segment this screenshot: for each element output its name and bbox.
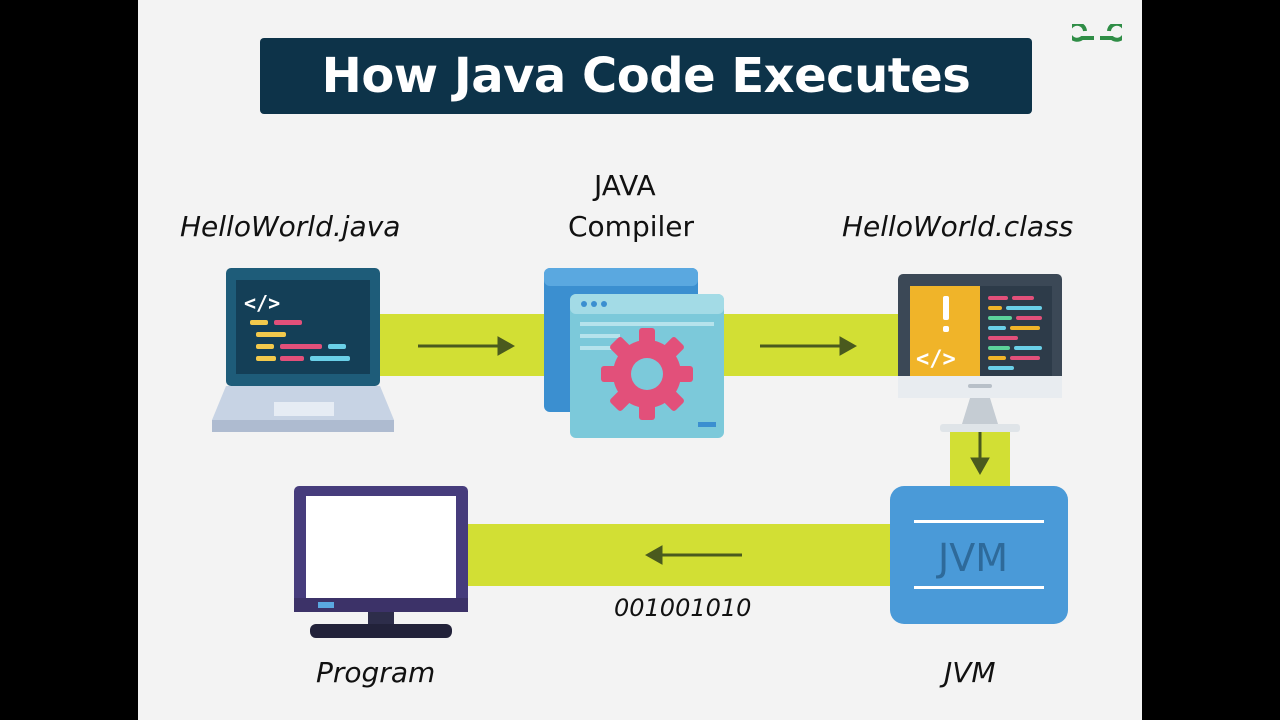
geeksforgeeks-logo-icon — [1072, 24, 1122, 42]
svg-text:</>: </> — [916, 347, 956, 372]
flow-arrows — [418, 336, 990, 565]
program-monitor-icon — [294, 486, 468, 638]
gear-icon — [601, 328, 693, 420]
diagram-canvas: How Java Code Executes </> — [138, 0, 1142, 720]
arrow-class-to-jvm — [970, 432, 990, 476]
monitor-code-icon: </> — [898, 274, 1062, 432]
source-file-label: HelloWorld.java — [180, 210, 401, 243]
jvm-label: JVM — [944, 656, 996, 689]
program-label: Program — [316, 656, 436, 689]
diagram-title: How Java Code Executes — [321, 48, 971, 104]
jvm-box — [890, 486, 1068, 624]
compiler-label-line2: Compiler — [568, 210, 695, 243]
laptop-code-icon: </> — [212, 268, 394, 432]
arrow-compiler-to-class — [760, 336, 858, 356]
jvm-box-label: JVM — [938, 536, 1008, 580]
compiler-gear-window-icon — [544, 268, 724, 438]
class-file-label: HelloWorld.class — [842, 210, 1074, 243]
title-banner: How Java Code Executes — [260, 38, 1032, 114]
compiler-label-line1: JAVA — [594, 169, 656, 202]
arrow-source-to-compiler — [418, 336, 516, 356]
bytecode-label: 001001010 — [614, 594, 752, 622]
arrow-jvm-to-program — [644, 545, 742, 565]
svg-text:</>: </> — [244, 291, 280, 315]
